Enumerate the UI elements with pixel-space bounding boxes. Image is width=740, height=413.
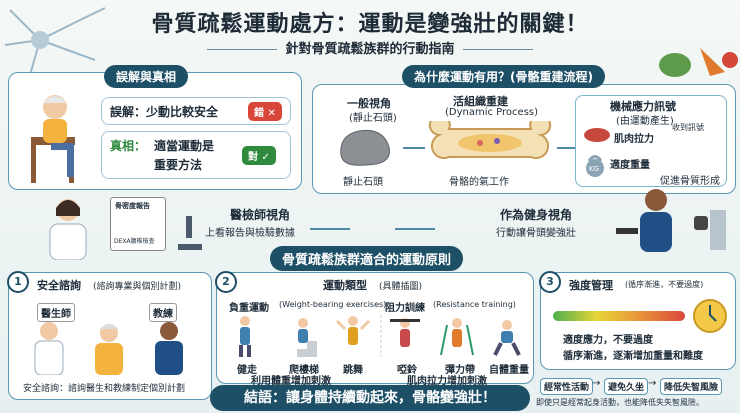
wb-label: 負重運動 [229,303,269,314]
check-icon: ✓ [261,152,270,163]
fitness-desc: 行動讓骨頭變強壯 [496,228,576,239]
general-view-sub: (靜止石頭) [349,113,397,124]
rt-item-3: 自體重量 [489,365,529,376]
stone-illustration [340,129,390,166]
rt-item-1: 啞鈴 [397,365,417,376]
flow-arrow-1: → [592,378,601,389]
general-view-label: 一般視角 [347,97,391,110]
truth-bubble: 真相： 適當運動是 重要方法 對 ✓ [101,131,291,179]
elderly-person-illustration [31,95,75,183]
s3-line-2: 循序漸進，逐漸增加重量和難度 [563,351,703,362]
mech-label: 機械應力訊號 [610,100,676,113]
gauge-icon [693,299,727,333]
consultation-illustration [34,322,183,375]
flow-a: 經常性活動 [540,378,594,395]
muscle-label: 肌肉拉力 [614,134,654,145]
flow-note: 即使只是經常起身活動，也能降低失失智風險。 [536,398,704,407]
page-title: 骨質疏鬆運動處方：運動是變強壯的關鍵！ [151,12,589,37]
truth-line-1: 適當運動是 [154,139,215,153]
dexa-label: DEXA腰椎檢查 [114,238,155,245]
report-title: 骨密度報告 [115,202,150,210]
s2-title: 運動類型 [323,279,367,292]
fitness-title: 作為健身視角 [500,208,573,222]
section-safety: 1 安全諮詢 (諮詢專業與個別計劃) 醫生師 教練 安全諮詢：諮詢醫生和教練制定… [7,271,212,400]
flow-b: 避免久坐 [604,378,649,395]
rt-label: 阻力訓練 [385,303,425,314]
right-label: 對 [248,152,258,163]
mech-sub: (由運動產生) [616,116,674,127]
flow-arrow-2: → [648,378,657,389]
exercise-figures [239,315,521,357]
principles-title: 骨質疏鬆族群適合的運動原則 [270,246,464,271]
kg-text: KG [589,165,599,173]
truth-label: 真相： [110,139,147,153]
wb-note: 利用體重增加刺激 [251,376,331,387]
wrong-badge: 錯 ✕ [248,102,282,121]
section-intensity: 3 強度管理 (循序漸進，不要過度) 適度應力，不要過度 循序漸進，逐漸增加重量… [539,271,736,370]
doctor-desc: 上看報告與檢驗數據 [205,228,295,239]
cross-icon: ✕ [267,108,276,119]
section-types: 2 運動類型 (具體插圖) 負重運動 (Weight-bearing exerc… [215,271,534,387]
arrow-right [403,147,425,149]
muscle-icon [584,128,610,142]
intensity-bar [553,311,685,321]
rt-note: 肌肉拉力增加刺激 [407,376,487,387]
middle-arrow-left [310,228,350,230]
why-title: 為什麼運動有用？(骨骼重建流程) [402,65,605,88]
page-subtitle: 針對骨質疏鬆族群的行動指南 [0,38,740,57]
section-1-number: 1 [7,271,29,293]
wb-item-2: 爬樓梯 [289,365,319,376]
report-paper: 骨密度報告 DEXA腰椎檢查 [110,197,166,251]
section-3-number: 3 [539,271,561,293]
mech-box: 機械應力訊號 (由運動產生) 肌肉拉力 收到訊號 KG 適度重量 促進骨質形成 [575,95,727,187]
wb-item-1: 健走 [237,365,257,376]
section-2-number: 2 [215,271,237,293]
s1-title-sub: (諮詢專業與個別計劃) [93,282,182,292]
arrow-left [557,147,575,149]
why-card: 一般視角 (靜止石頭) 靜止石頭 活組織重建 (Dynamic Process)… [312,84,736,194]
kettlebell-icon: KG [586,155,604,177]
promote-label: 促進骨質形成 [660,176,720,187]
microscope-icon [178,216,202,250]
middle-arrow-right [395,228,435,230]
rt-item-2: 彈力帶 [445,365,475,376]
remodel-sub: (Dynamic Process) [445,107,539,118]
myth-text: 誤解：少動比較安全 [110,105,219,119]
stone-label: 靜止石頭 [343,177,383,188]
wb-en: (Weight-bearing exercises) [279,300,387,309]
coach-tag: 教練 [149,303,177,322]
right-badge: 對 ✓ [242,146,276,165]
myth-title: 誤解與真相 [104,65,189,88]
osteo-label: 骨骼的氣工作 [449,177,509,188]
weight-label: 適度重量 [610,160,650,171]
doctor-illustration [49,199,87,260]
s3-line-1: 適度應力，不要過度 [563,335,653,346]
receive-label: 收到訊號 [672,123,704,132]
wrong-label: 錯 [254,108,264,119]
myth-bubble: 誤解：少動比較安全 錯 ✕ [101,97,291,125]
myth-card: 誤解：少動比較安全 錯 ✕ 真相： 適當運動是 重要方法 對 ✓ [8,72,302,190]
s2-title-sub: (具體插圖) [379,282,423,292]
s3-title: 強度管理 [569,279,613,292]
truth-line-2: 重要方法 [154,158,203,172]
bone-illustration [428,121,552,160]
s3-title-sub: (循序漸進，不要過度) [625,280,704,289]
trainer-illustration [616,189,726,252]
rt-en: (Resistance training) [433,300,516,309]
doctor-title: 醫檢師視角 [230,208,291,222]
s1-title: 安全諮詢 [37,279,81,292]
conclusion-banner: 結語：讓身體持續動起來，骨骼變強壯！ [210,385,530,411]
doctor-tag: 醫生師 [37,303,75,322]
flow-c: 降低失智風險 [660,378,723,395]
s1-note: 安全諮詢：諮詢醫生和教練制定個別計劃 [23,384,186,394]
remodel-label: 活組織重建 [453,95,508,108]
wb-item-3: 跳舞 [343,365,363,376]
